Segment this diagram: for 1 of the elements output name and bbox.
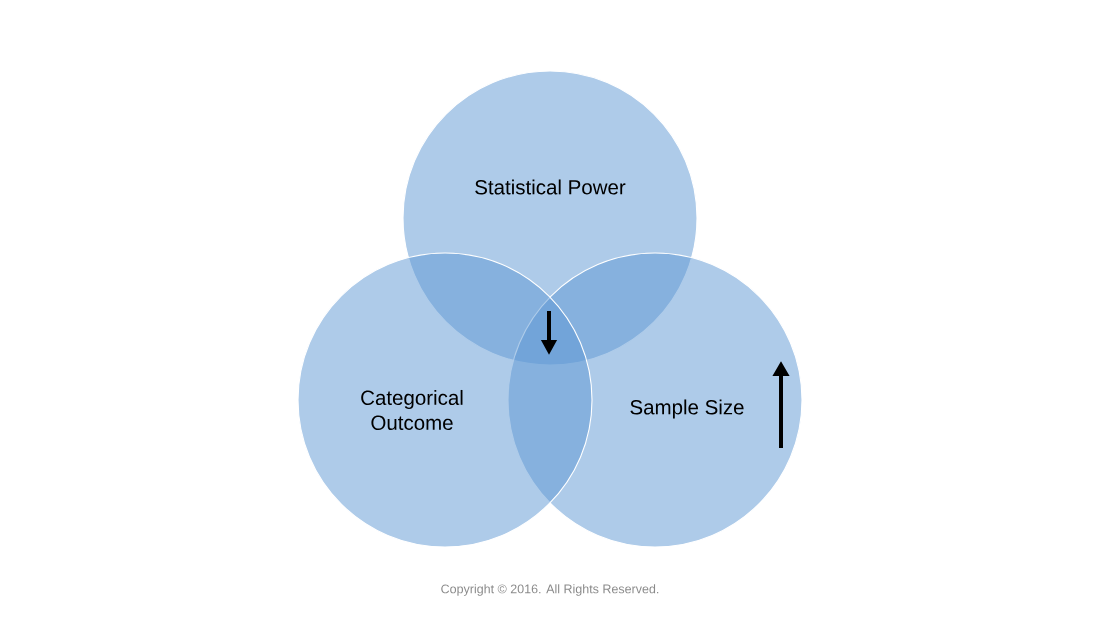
- copyright-text: Copyright © 2016. All Rights Reserved.: [441, 584, 659, 596]
